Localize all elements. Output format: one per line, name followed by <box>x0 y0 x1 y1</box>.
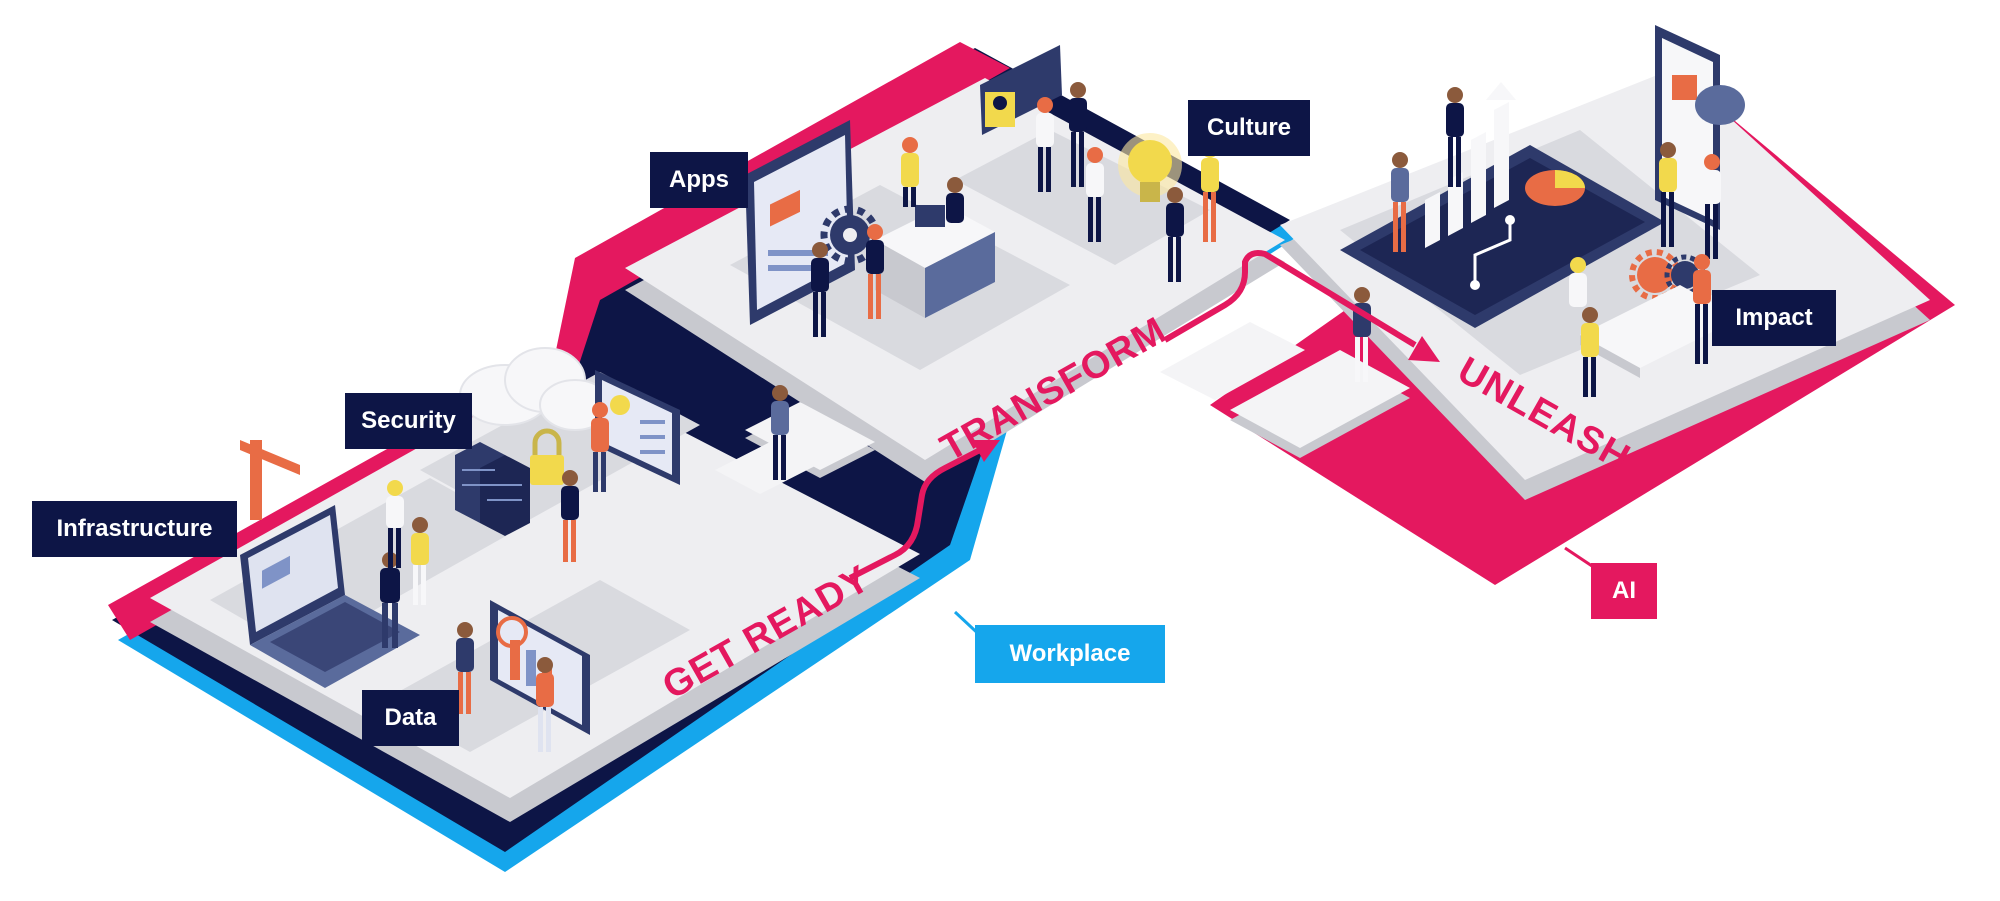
person-icon <box>386 480 404 568</box>
person-icon <box>1659 142 1677 247</box>
people-figures <box>380 82 1721 752</box>
label-ai: AI <box>1591 563 1657 619</box>
laptop-icon <box>240 505 420 688</box>
person-icon <box>1086 147 1104 242</box>
person-icon <box>1036 97 1054 192</box>
person-icon <box>811 242 829 337</box>
person-icon <box>946 177 964 223</box>
bar-chart-icon <box>1425 82 1516 248</box>
crane-icon <box>240 440 300 520</box>
person-icon <box>591 402 609 492</box>
journey-arrow <box>848 250 1440 581</box>
person-icon <box>1569 257 1587 307</box>
pie-chart-icon <box>1525 170 1585 206</box>
label-data: Data <box>362 690 459 746</box>
person-icon <box>771 385 789 480</box>
person-icon <box>1703 154 1721 259</box>
person-icon <box>1391 152 1409 252</box>
person-icon <box>561 470 579 562</box>
person-icon <box>1166 187 1184 282</box>
person-icon <box>1446 87 1464 187</box>
lightbulb-icon <box>1118 133 1182 202</box>
data-board-icon <box>595 370 680 485</box>
padlock-icon <box>530 428 564 485</box>
person-icon <box>1693 254 1711 364</box>
label-workplace: Workplace <box>975 625 1165 683</box>
ai-leader-line <box>1564 546 1596 570</box>
person-icon <box>866 224 884 319</box>
cloud-icon <box>459 347 611 431</box>
data-board-icon <box>980 45 1062 135</box>
person-icon <box>536 657 554 752</box>
person-icon <box>456 622 474 714</box>
label-apps: Apps <box>650 152 748 208</box>
person-icon <box>1069 82 1087 187</box>
person-icon <box>380 552 400 648</box>
desk-icon <box>875 205 995 318</box>
server-icon <box>455 442 530 536</box>
label-security: Security <box>345 393 472 449</box>
person-icon <box>1581 307 1599 397</box>
person-icon <box>1353 287 1371 382</box>
label-infrastructure: Infrastructure <box>32 501 237 557</box>
label-culture: Culture <box>1188 100 1310 156</box>
person-icon <box>901 137 919 207</box>
person-icon <box>411 517 429 605</box>
label-impact: Impact <box>1712 290 1836 346</box>
